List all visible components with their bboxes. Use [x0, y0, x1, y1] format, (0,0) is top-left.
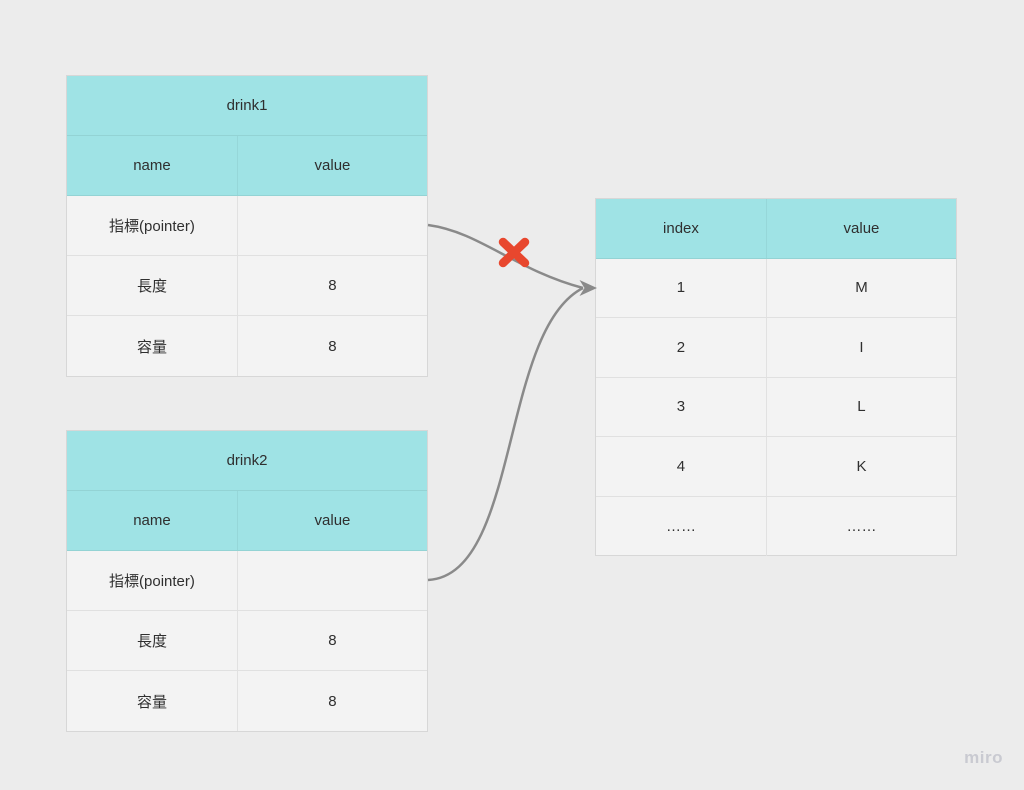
table-drink1-header-row: name value: [67, 136, 427, 196]
table-row: 1 M: [596, 258, 956, 318]
cell-length-value: 8: [236, 256, 427, 315]
table-row: 容量 8: [67, 671, 427, 731]
cell-capacity-name: 容量: [136, 338, 167, 356]
table-row: 容量 8: [67, 316, 427, 376]
cell-index: 4: [676, 457, 686, 475]
column-header-value: value: [765, 199, 956, 258]
column-header-index: index: [663, 219, 699, 237]
table-drink2-title: drink2: [226, 452, 268, 469]
connector-drink1-pointer[interactable]: [427, 223, 584, 290]
table-drink1[interactable]: drink1 name value 指標(pointer) 長度 8 容量 8: [66, 75, 428, 377]
column-header-name: name: [133, 157, 171, 174]
cell-index: 2: [676, 338, 686, 356]
connector-drink2-pointer[interactable]: [427, 286, 584, 582]
cell-length-name: 長度: [136, 633, 167, 650]
cell-value: I: [765, 318, 956, 377]
cell-index: 3: [676, 398, 686, 416]
cell-index: 1: [676, 279, 686, 297]
table-drink2-title-row: drink2: [67, 431, 427, 491]
cell-length-name: 長度: [136, 278, 167, 295]
cell-value: L: [765, 377, 956, 436]
cell-value: K: [765, 437, 956, 496]
cell-index: ……: [665, 517, 696, 535]
cell-capacity-value: 8: [236, 316, 427, 376]
table-drink1-title-row: drink1: [67, 76, 427, 136]
column-header-value: value: [236, 491, 427, 550]
table-row: 指標(pointer): [67, 551, 427, 611]
table-shared-header-row: index value: [596, 199, 956, 259]
table-row: 指標(pointer): [67, 196, 427, 256]
table-row: 4 K: [596, 437, 956, 497]
cell-pointer-name: 指標(pointer): [109, 573, 195, 590]
table-row: 長度 8: [67, 256, 427, 316]
table-row: 2 I: [596, 318, 956, 378]
miro-logo: miro: [964, 748, 1003, 767]
table-row: 3 L: [596, 377, 956, 437]
arrowhead-icon: [579, 280, 597, 296]
cell-capacity-value: 8: [236, 671, 427, 731]
table-drink2-header-row: name value: [67, 491, 427, 551]
table-drink2[interactable]: drink2 name value 指標(pointer) 長度 8 容量 8: [66, 430, 428, 732]
table-drink1-title: drink1: [226, 97, 268, 114]
cell-pointer-name: 指標(pointer): [109, 218, 195, 235]
cell-value: ……: [765, 496, 956, 556]
cell-value: M: [765, 258, 956, 317]
column-header-value: value: [236, 136, 427, 195]
cell-pointer-value: [236, 551, 427, 610]
table-shared-string[interactable]: index value 1 M 2 I 3 L 4 K …… ……: [595, 198, 957, 556]
cell-pointer-value: [236, 196, 427, 255]
cell-length-value: 8: [236, 611, 427, 670]
column-header-name: name: [133, 512, 171, 529]
table-row: …… ……: [596, 496, 956, 556]
cross-icon[interactable]: [498, 237, 530, 268]
cell-capacity-name: 容量: [136, 693, 167, 711]
table-row: 長度 8: [67, 611, 427, 671]
